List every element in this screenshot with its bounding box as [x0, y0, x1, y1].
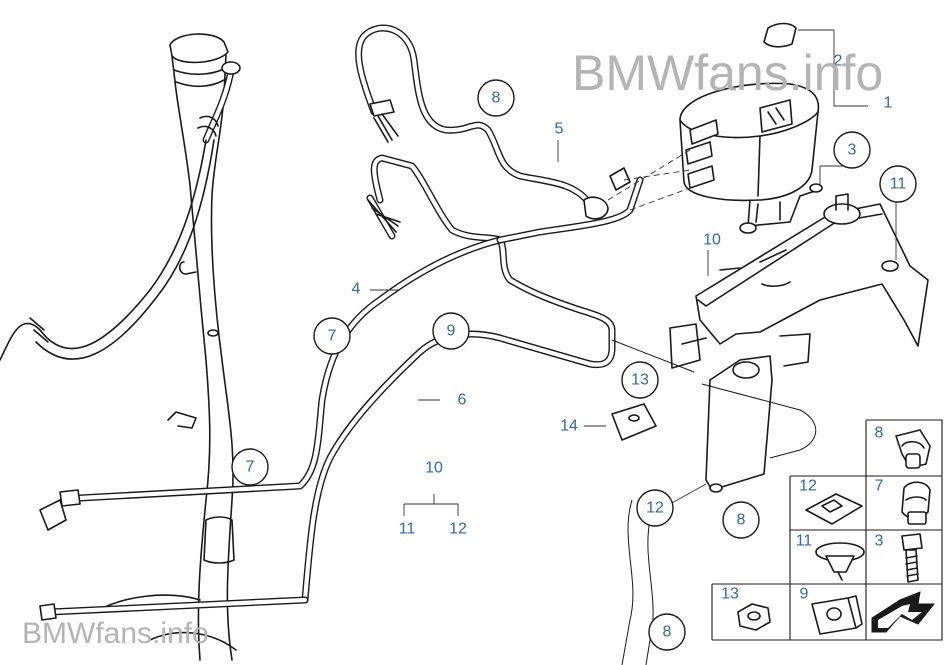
- callout-3: 3: [848, 142, 857, 159]
- callout-circle-9: [432, 312, 470, 350]
- callout-14: 14: [560, 418, 578, 435]
- charcoal-canister: [679, 82, 823, 234]
- part-grommet-11: [815, 542, 865, 581]
- callout-12-group: 12: [449, 521, 467, 538]
- part-bolt-3: [901, 533, 923, 583]
- callout-8-mid: 8: [737, 512, 746, 529]
- grid-label-11: 11: [796, 533, 813, 550]
- callout-8: 8: [492, 90, 501, 107]
- callout-7-lower: 7: [246, 459, 255, 476]
- callout-4: 4: [352, 281, 361, 298]
- callout-circle-12: [636, 489, 674, 527]
- part-clip-7: [901, 481, 931, 525]
- callout-circle-11: [879, 165, 917, 203]
- callout-8-low: 8: [663, 624, 672, 641]
- breather-hose: [0, 61, 241, 361]
- arrow-symbol: [871, 591, 936, 633]
- callout-circle-7: [313, 317, 351, 355]
- parts-grid: 8 7 12 11 3 13 9: [711, 419, 943, 641]
- leader-lines: [370, 140, 897, 516]
- callout-7: 7: [328, 328, 337, 345]
- pad-14: [611, 403, 657, 441]
- watermark-bottom: BMWfans.info: [22, 617, 209, 650]
- grid-label-3: 3: [875, 533, 884, 550]
- callout-13: 13: [631, 372, 649, 389]
- callout-6: 6: [458, 392, 467, 409]
- callout-circle-8: [477, 79, 515, 117]
- part-clip-8: [895, 429, 931, 469]
- bracket-10: [669, 193, 929, 493]
- grid-label-8: 8: [875, 425, 884, 442]
- callout-1: 1: [884, 95, 893, 112]
- part-clamp-9: [811, 595, 863, 635]
- cap-part-2: [763, 22, 868, 107]
- callout-circle-8-mid: [722, 501, 760, 539]
- grid-label-12: 12: [799, 478, 817, 495]
- callout-2: 2: [834, 53, 843, 70]
- pipe-end-fittings: [39, 489, 81, 621]
- callout-circle-8-low: [648, 613, 686, 651]
- callout-circle-3: [833, 131, 871, 169]
- callout-10-group: 10: [425, 460, 443, 477]
- fuel-pipe-4: [46, 154, 644, 616]
- callout-5: 5: [555, 121, 564, 138]
- watermark-top: BMWfans.info: [572, 45, 883, 101]
- callout-11: 11: [890, 176, 907, 193]
- callout-11-group: 11: [399, 521, 416, 538]
- part-speed-nut-12: [805, 493, 863, 525]
- vent-hose-5: [355, 24, 631, 220]
- callout-10: 10: [703, 232, 721, 249]
- callout-9: 9: [447, 323, 456, 340]
- callout-circle-7-lower: [231, 448, 269, 486]
- callout-12: 12: [646, 500, 664, 517]
- callout-circle-13: [621, 361, 659, 399]
- grid-label-9: 9: [800, 586, 809, 603]
- grid-label-7: 7: [875, 478, 884, 495]
- grid-label-13: 13: [721, 586, 739, 603]
- part-hex-nut-13: [737, 603, 771, 631]
